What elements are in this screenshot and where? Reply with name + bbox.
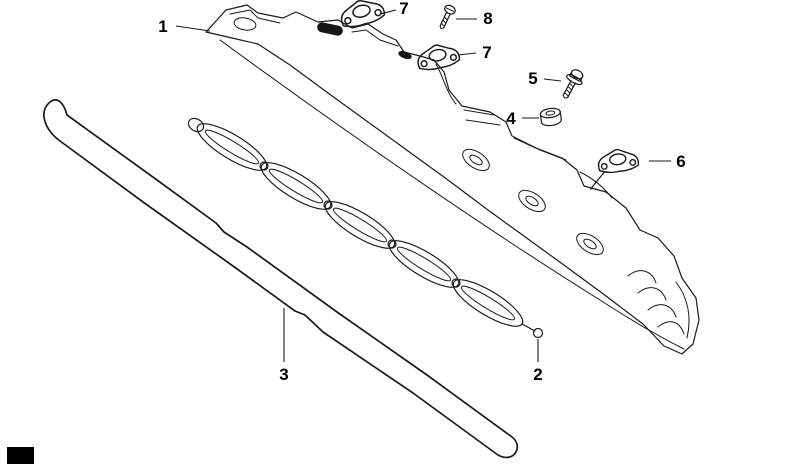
mount-7-top [337,0,387,31]
callout-7-top: 7 [399,0,408,18]
callout-2: 2 [533,365,542,384]
leader-line-5 [543,78,562,82]
outer-gasket [43,99,518,459]
callout-3: 3 [279,365,288,384]
leader-line-7-top [379,9,397,15]
callout-7-mid: 7 [482,43,491,62]
leader-line-7-mid [457,52,477,56]
mount-6 [590,146,640,190]
valve-cover [205,4,700,355]
corner-marker [7,447,34,464]
callout-5: 5 [528,69,537,88]
callout-1: 1 [158,17,167,36]
inner-gasket [187,117,544,339]
leader-lines [175,9,671,362]
callout-4: 4 [506,109,516,128]
callouts: 1 7 8 7 5 4 6 3 2 [158,0,685,384]
callout-6: 6 [676,152,685,171]
bolt-8 [439,4,456,30]
callout-8: 8 [483,9,492,28]
leader-line-1 [175,25,211,32]
clamp-4 [539,107,562,127]
screw-5 [562,69,584,99]
